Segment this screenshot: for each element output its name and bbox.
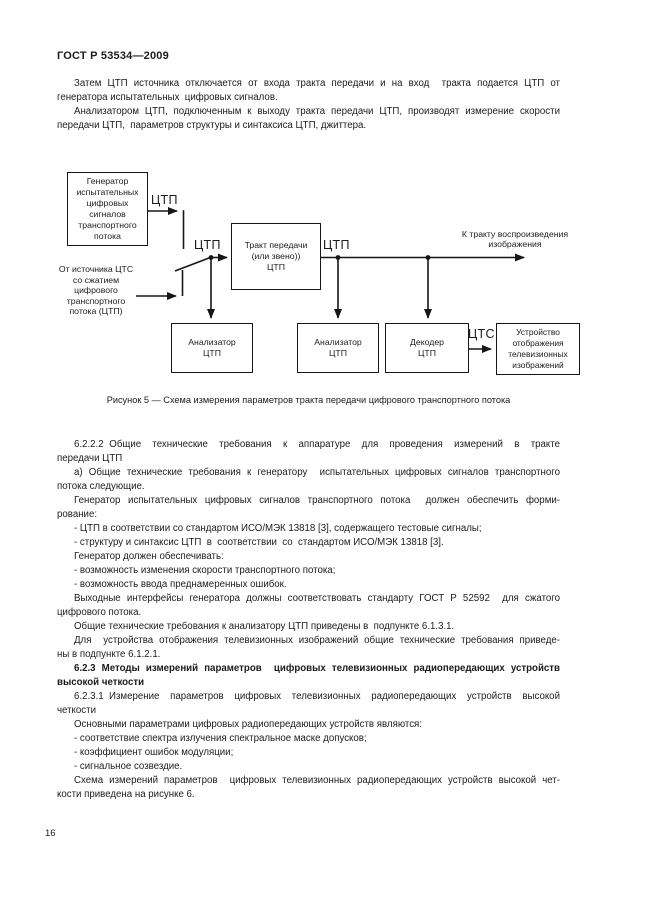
paragraph-line: четкости: [57, 705, 96, 716]
paragraph: - структуру и синтаксис ЦТП в соответств…: [57, 536, 560, 550]
paragraph-line: а) Общие технические требования к генера…: [74, 467, 560, 478]
paragraph: - возможность изменения скорости транспо…: [57, 564, 560, 578]
generator-box: Генератор испытательных цифровых сигнало…: [67, 172, 148, 246]
decoder-box: Декодер ЦТП: [385, 323, 469, 373]
paragraph-line: передачи ЦТП, параметров структуры и син…: [57, 120, 367, 131]
paragraph: - возможность ввода преднамеренных ошибо…: [57, 578, 560, 592]
paragraph: - соответствие спектра излучения спектра…: [57, 732, 560, 746]
page-header-title: ГОСТ Р 53534—2009: [57, 50, 169, 62]
paragraph-line: - соответствие спектра излучения спектра…: [74, 733, 367, 744]
paragraph-line: Генератор должен обеспечивать:: [74, 551, 224, 562]
paragraph-line: - ЦТП в соответствии со стандартом ИСО/М…: [74, 523, 482, 534]
paragraph: Схема измерений параметров цифровых теле…: [57, 774, 560, 802]
paragraph-line: потока следующие.: [57, 481, 145, 492]
paragraph-line: Для устройства отображения телевизионных…: [74, 635, 560, 646]
paragraph-line: 6.2.2.2 Общие технические требования к а…: [74, 439, 560, 450]
paragraph-line: кости приведена на рисунке 6.: [57, 789, 195, 800]
ctp-label-2: ЦТП: [194, 238, 221, 252]
paragraph-line: генератора испытательных цифровых сигнал…: [57, 92, 278, 103]
paragraph: - ЦТП в соответствии со стандартом ИСО/М…: [57, 522, 560, 536]
paragraph: - сигнальное созвездие.: [57, 760, 560, 774]
paragraph-line: Затем ЦТП источника отключается от входа…: [74, 78, 560, 89]
paragraph-line: Выходные интерфейсы генератора должны со…: [74, 593, 560, 604]
paragraph: Выходные интерфейсы генератора должны со…: [57, 592, 560, 620]
paragraph-line: Основными параметрами цифровых радиопере…: [74, 719, 422, 730]
paragraph-line: - сигнальное созвездие.: [74, 761, 183, 772]
paragraph-line: цифрового потока.: [57, 607, 142, 618]
paragraph: 6.2.3 Методы измерений параметров цифров…: [57, 662, 560, 690]
paragraph-line: - возможность изменения скорости транспо…: [74, 565, 336, 576]
paragraph-line: 6.2.3.1 Измерение параметров цифровых те…: [74, 691, 560, 702]
page-number: 16: [45, 828, 56, 839]
paragraph-line: 6.2.3 Методы измерений параметров цифров…: [74, 663, 560, 674]
paragraph-line: - коэффициент ошибок модуляции;: [74, 747, 234, 758]
paragraph: а) Общие технические требования к генера…: [57, 466, 560, 494]
display-device-box: Устройство отображения телевизионных изо…: [496, 323, 580, 375]
paragraph-line: ны в подпункте 6.1.2.1.: [57, 649, 161, 660]
paragraph-line: передачи ЦТП: [57, 453, 123, 464]
paragraph: Анализатором ЦТП, подключенным к выходу …: [57, 105, 560, 133]
paragraph: Генератор должен обеспечивать:: [57, 550, 560, 564]
figure-caption: Рисунок 5 — Схема измерения параметров т…: [106, 395, 511, 405]
paragraph-line: высокой четкости: [57, 677, 145, 688]
source-cts-text: От источника ЦТС со сжатием цифрового тр…: [58, 264, 134, 316]
destination-text: К тракту воспроизведения изображения: [461, 229, 569, 249]
paragraph: Общие технические требования к анализато…: [57, 620, 560, 634]
paragraph: Затем ЦТП источника отключается от входа…: [57, 77, 560, 105]
paragraph-line: Схема измерений параметров цифровых теле…: [74, 775, 560, 786]
analyzer-2-box: Анализатор ЦТП: [297, 323, 379, 373]
paragraph-line: Анализатором ЦТП, подключенным к выходу …: [74, 106, 560, 117]
paragraph: 6.2.2.2 Общие технические требования к а…: [57, 438, 560, 466]
paragraph: 6.2.3.1 Измерение параметров цифровых те…: [57, 690, 560, 718]
paragraph-line: - возможность ввода преднамеренных ошибо…: [74, 579, 287, 590]
paragraph-line: Общие технические требования к анализато…: [74, 621, 455, 632]
transmission-channel-box: Тракт передачи (или звено)) ЦТП: [231, 223, 321, 290]
paragraph-line: - структуру и синтаксис ЦТП в соответств…: [74, 537, 444, 548]
cts-label: ЦТС: [468, 327, 495, 341]
body-paragraphs: 6.2.2.2 Общие технические требования к а…: [57, 438, 560, 802]
paragraph-line: рование:: [57, 509, 98, 520]
analyzer-1-box: Анализатор ЦТП: [171, 323, 253, 373]
ctp-label-3: ЦТП: [323, 238, 350, 252]
paragraph: Генератор испытательных цифровых сигнало…: [57, 494, 560, 522]
paragraph: Основными параметрами цифровых радиопере…: [57, 718, 560, 732]
paragraph-line: Генератор испытательных цифровых сигнало…: [74, 495, 560, 506]
paragraph: Для устройства отображения телевизионных…: [57, 634, 560, 662]
paragraph: - коэффициент ошибок модуляции;: [57, 746, 560, 760]
ctp-label-1: ЦТП: [151, 193, 178, 207]
intro-paragraphs: Затем ЦТП источника отключается от входа…: [57, 77, 560, 133]
